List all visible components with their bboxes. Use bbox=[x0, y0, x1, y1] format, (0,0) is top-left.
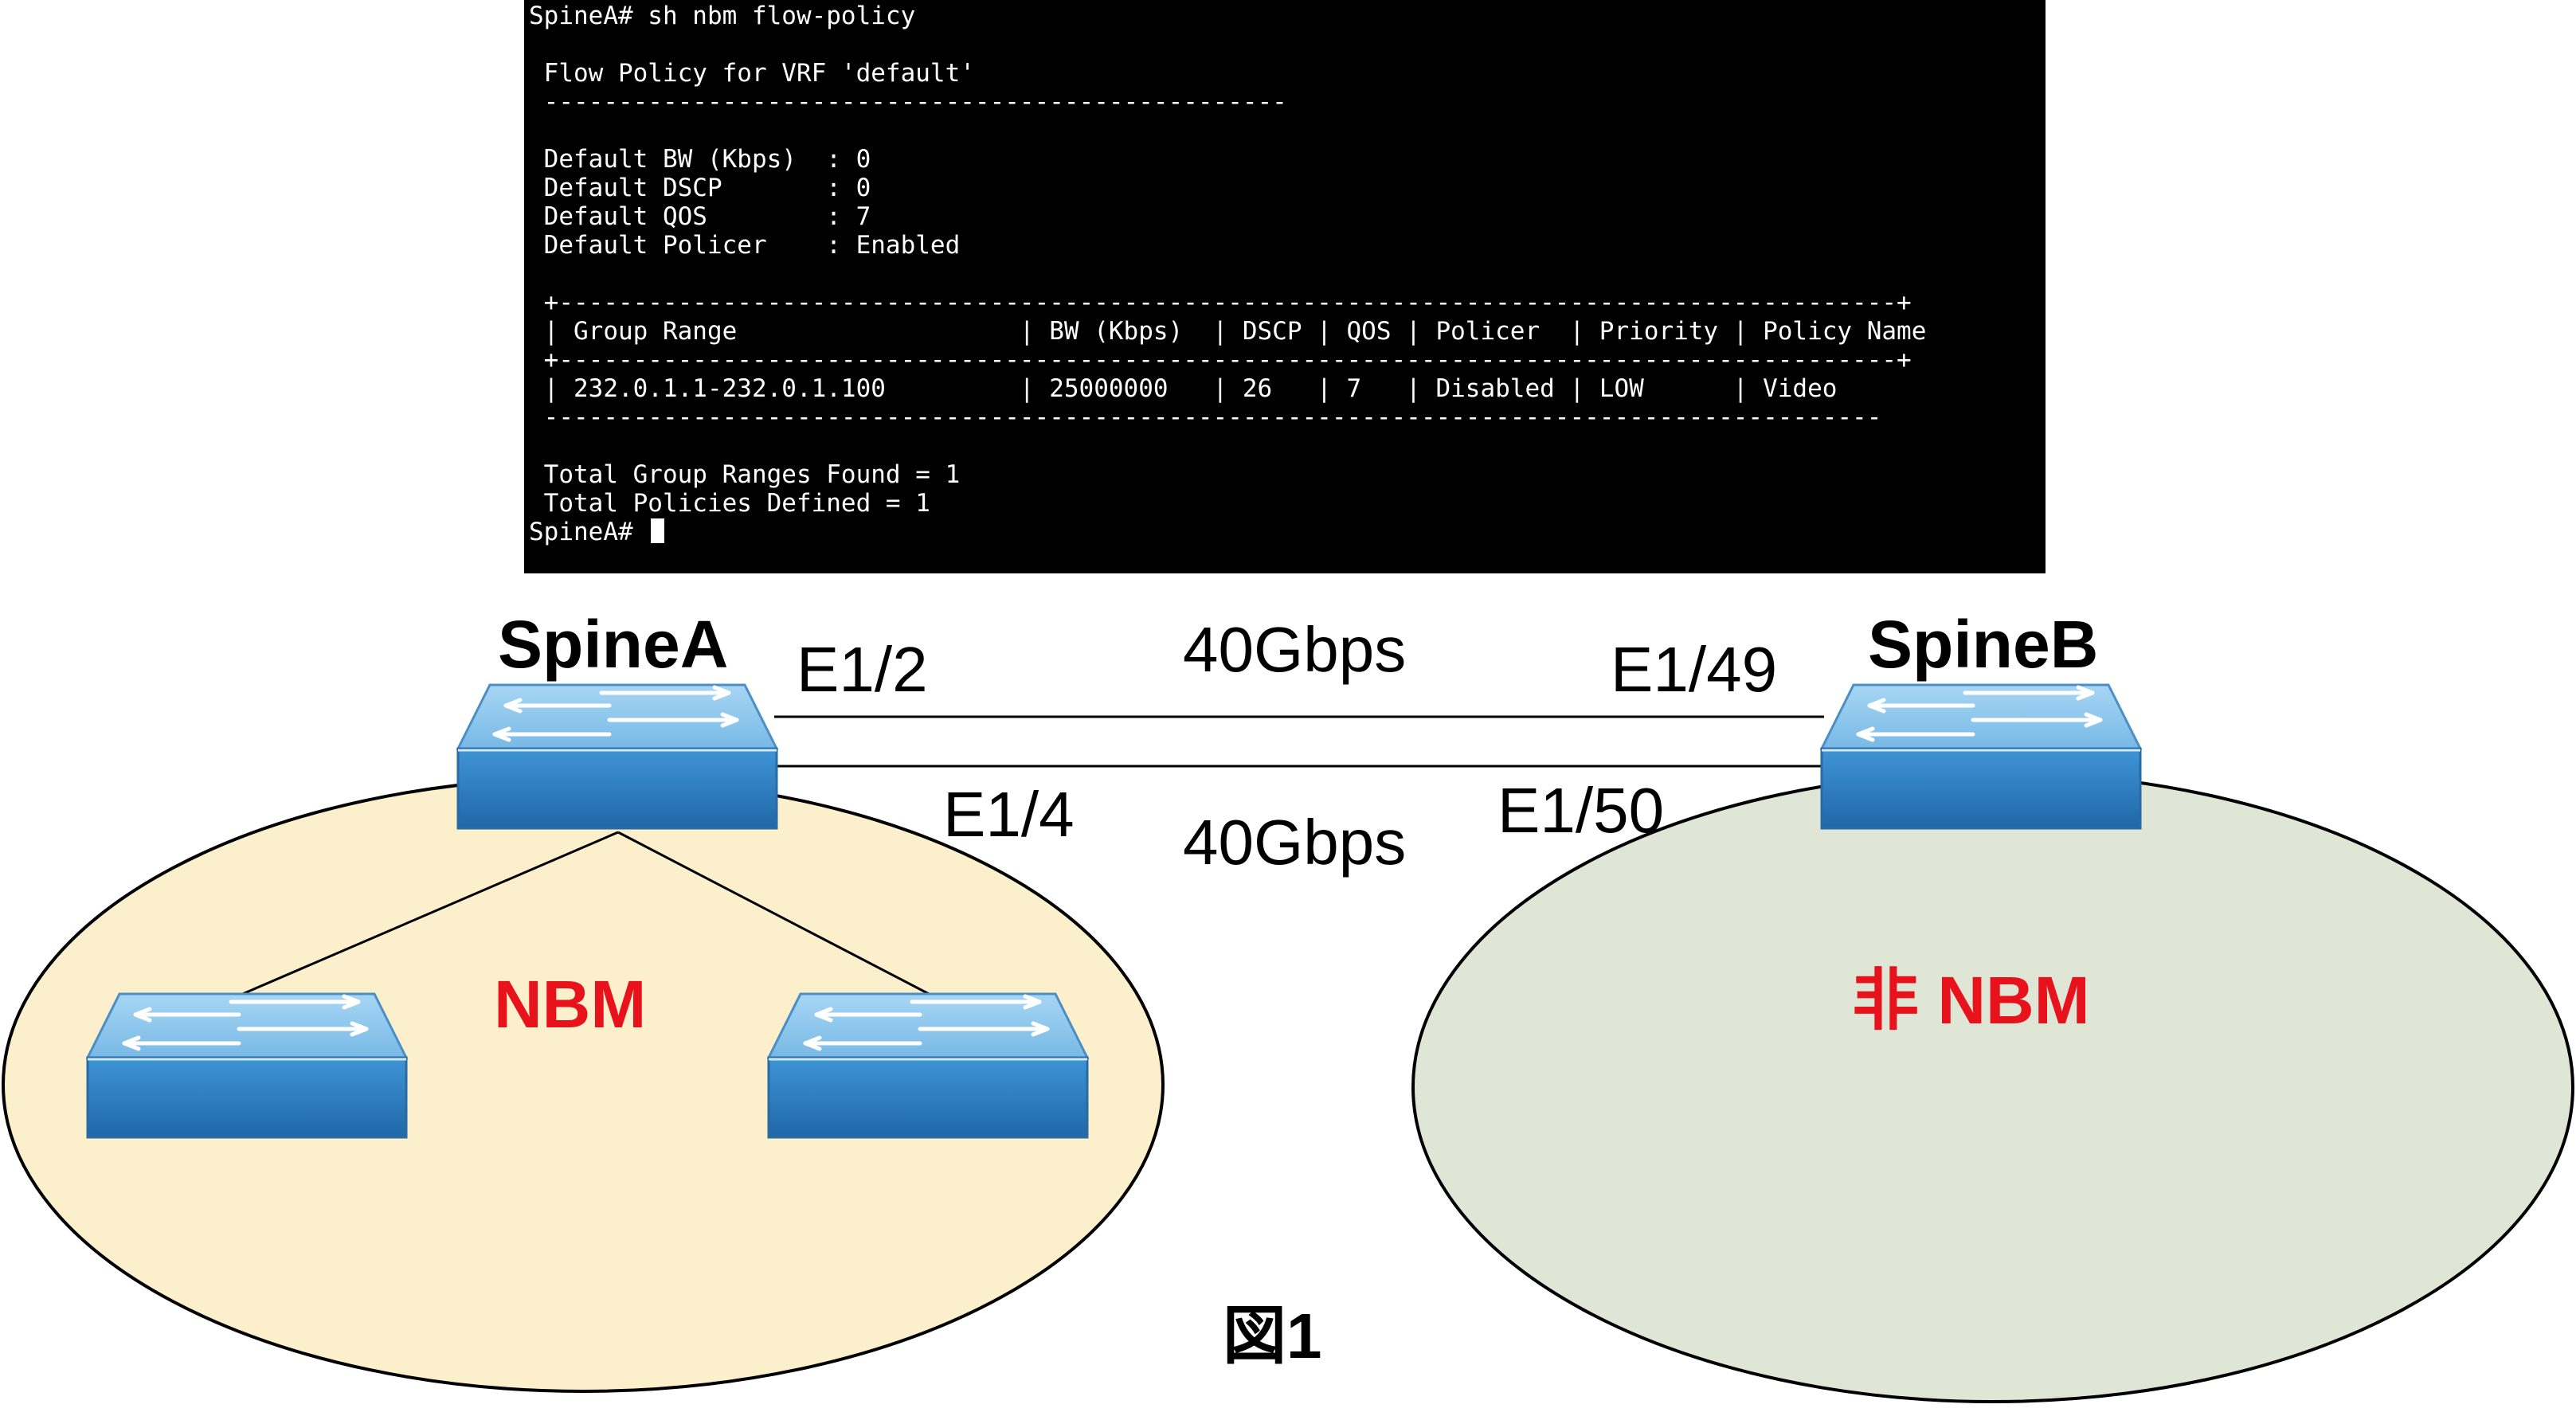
terminal-cursor bbox=[651, 518, 665, 543]
nbm-zone-label: NBM bbox=[494, 967, 646, 1042]
leaf-switch-right-icon bbox=[769, 994, 1087, 1137]
terminal-line: Total Policies Defined = 1 bbox=[529, 489, 930, 518]
spine-a-switch-icon bbox=[458, 685, 777, 828]
non-nbm-zone bbox=[1411, 771, 2574, 1403]
terminal-line: +---------------------------------------… bbox=[529, 346, 1912, 374]
figure-caption: 図1 bbox=[1223, 1301, 1322, 1371]
terminal-line: +---------------------------------------… bbox=[529, 288, 1912, 317]
terminal-line: | 232.0.1.1-232.0.1.100 | 25000000 | 26 … bbox=[529, 374, 1838, 403]
port-b-top: E1/49 bbox=[1611, 634, 1777, 705]
terminal-line: Default DSCP : 0 bbox=[529, 174, 871, 202]
spine-b-switch-icon bbox=[1822, 685, 2140, 828]
spine-b-label: SpineB bbox=[1868, 607, 2098, 682]
terminal-line: Default BW (Kbps) : 0 bbox=[529, 145, 871, 174]
link-top-speed: 40Gbps bbox=[1183, 614, 1406, 685]
terminal-line: ----------------------------------------… bbox=[529, 88, 1287, 116]
link-leaf-right bbox=[617, 831, 933, 997]
link-bottom-speed: 40Gbps bbox=[1183, 807, 1406, 878]
terminal-prompt: SpineA# bbox=[529, 518, 648, 546]
terminal-line: Flow Policy for VRF 'default' bbox=[529, 59, 975, 88]
terminal-line: SpineA# sh nbm flow-policy bbox=[529, 2, 916, 30]
terminal-line: Default Policer : Enabled bbox=[529, 231, 961, 260]
terminal-line: Default QOS : 7 bbox=[529, 202, 871, 231]
port-b-bottom: E1/50 bbox=[1497, 775, 1664, 846]
link-leaf-left bbox=[238, 831, 619, 997]
leaf-switch-left-icon bbox=[88, 994, 406, 1137]
terminal-line: | Group Range | BW (Kbps) | DSCP | QOS |… bbox=[529, 317, 1927, 346]
port-a-top: E1/2 bbox=[797, 634, 928, 705]
port-a-bottom: E1/4 bbox=[943, 779, 1075, 850]
terminal-window: SpineA# sh nbm flow-policy Flow Policy f… bbox=[524, 0, 2046, 573]
non-nbm-zone-label: 非 NBM bbox=[1852, 963, 2090, 1038]
spine-a-label: SpineA bbox=[498, 607, 728, 682]
terminal-line: Total Group Ranges Found = 1 bbox=[529, 460, 961, 489]
terminal-output: SpineA# sh nbm flow-policy Flow Policy f… bbox=[529, 2, 1926, 546]
terminal-line: ----------------------------------------… bbox=[529, 403, 1882, 432]
